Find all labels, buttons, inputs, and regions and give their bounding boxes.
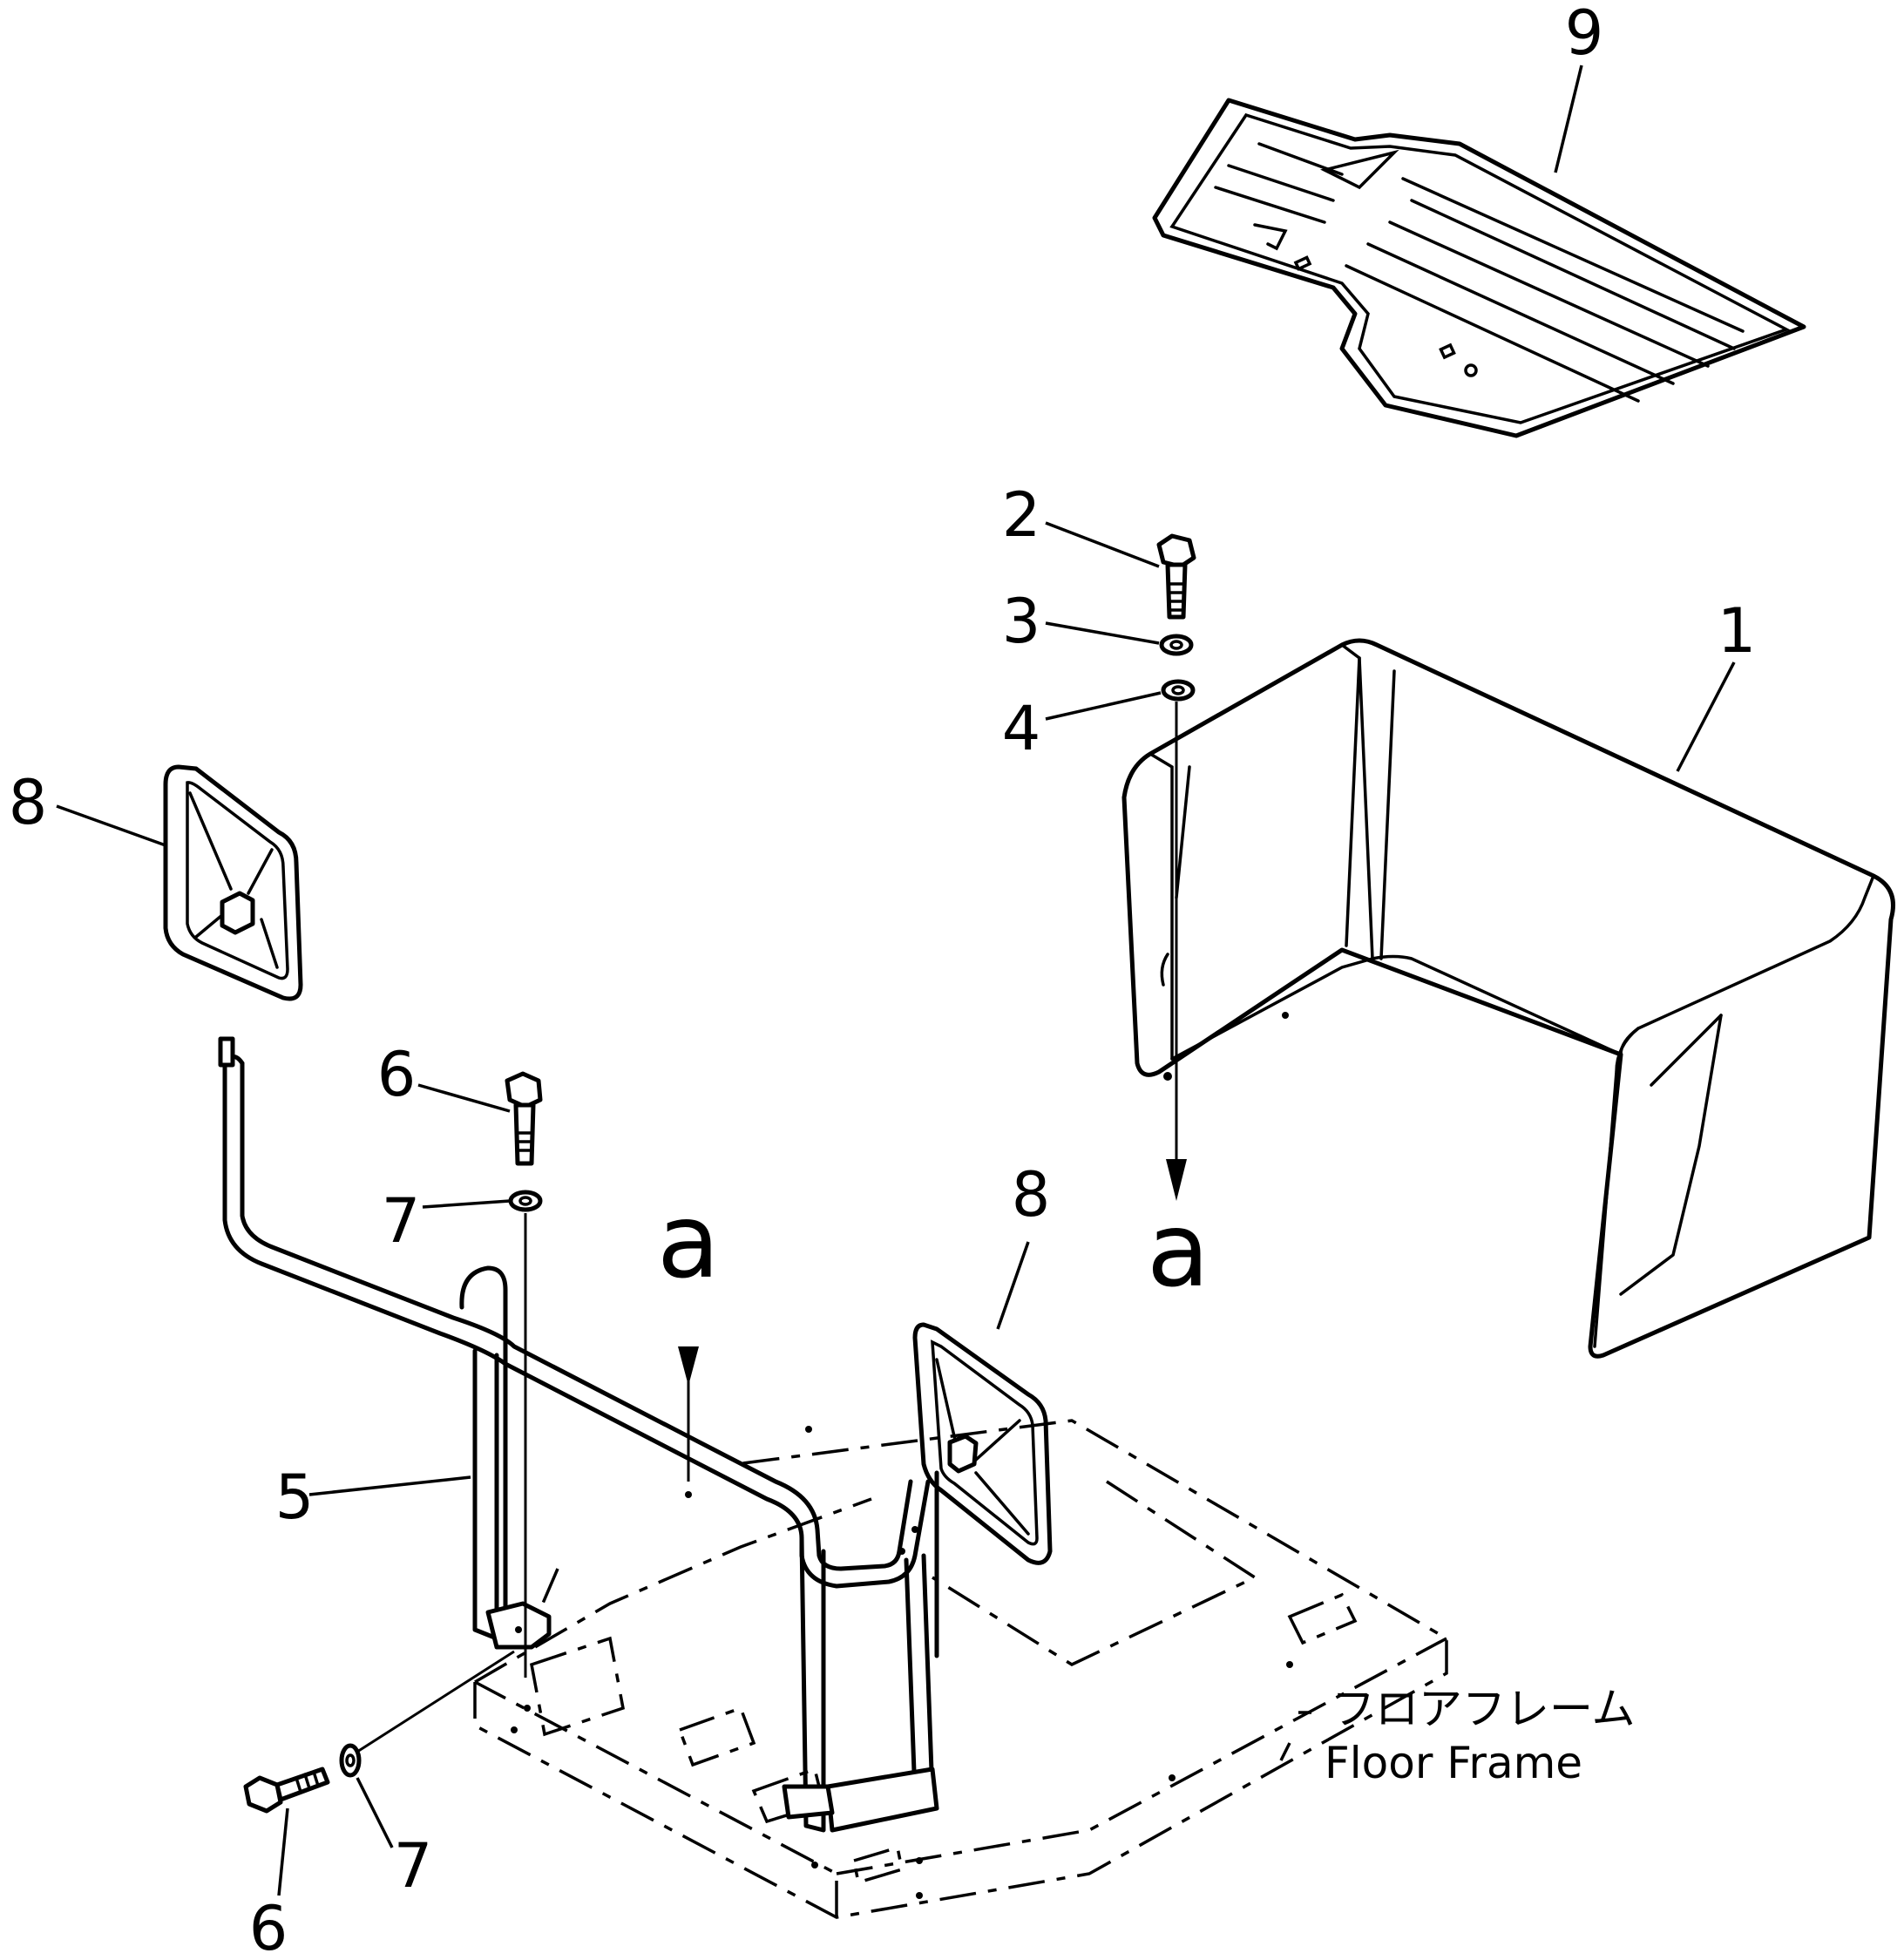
reference-mark-a-left: a	[657, 1181, 720, 1301]
floor-frame-label-english: Floor Frame	[1325, 1738, 1582, 1788]
callout-6-upper: 6	[377, 1039, 417, 1110]
callout-5: 5	[275, 1462, 315, 1533]
callout-9: 9	[1565, 0, 1604, 69]
floor-mat-part-9	[1152, 98, 1806, 438]
bolt-part-2	[1156, 533, 1196, 620]
callout-4: 4	[1002, 693, 1041, 764]
floor-frame-label-japanese: フロアフレーム	[1331, 1684, 1636, 1734]
callout-1: 1	[1718, 595, 1757, 667]
callout-6-lower: 6	[249, 1893, 288, 1960]
callout-7-lower: 7	[394, 1830, 433, 1902]
arrow-a-right	[1166, 1159, 1187, 1201]
callout-2: 2	[1002, 479, 1041, 551]
floor-frame	[473, 1419, 1448, 1919]
callout-3: 3	[1002, 586, 1041, 657]
washer-part-7-lower	[339, 1743, 362, 1778]
arrow-a-left	[678, 1346, 699, 1386]
bolt-part-6-lower	[243, 1767, 330, 1814]
spring-washer-part-3	[1159, 634, 1194, 656]
mirror-part-8-right	[912, 1322, 1053, 1565]
leader-lines	[56, 64, 1736, 1896]
callout-7-upper: 7	[382, 1185, 421, 1257]
callout-8-left: 8	[9, 767, 48, 838]
reference-mark-a-right: a	[1147, 1190, 1209, 1310]
mirror-part-8-left	[163, 764, 303, 1001]
cover-part-1	[1121, 638, 1895, 1359]
assembly-line-bolt-6-lower	[356, 1650, 515, 1753]
washer-part-7-upper	[508, 1190, 543, 1212]
bolt-part-6-upper	[505, 1071, 543, 1166]
mirror-stay-part-5	[218, 1036, 939, 1833]
washer-part-4	[1161, 679, 1196, 702]
callout-8-right: 8	[1012, 1159, 1051, 1231]
